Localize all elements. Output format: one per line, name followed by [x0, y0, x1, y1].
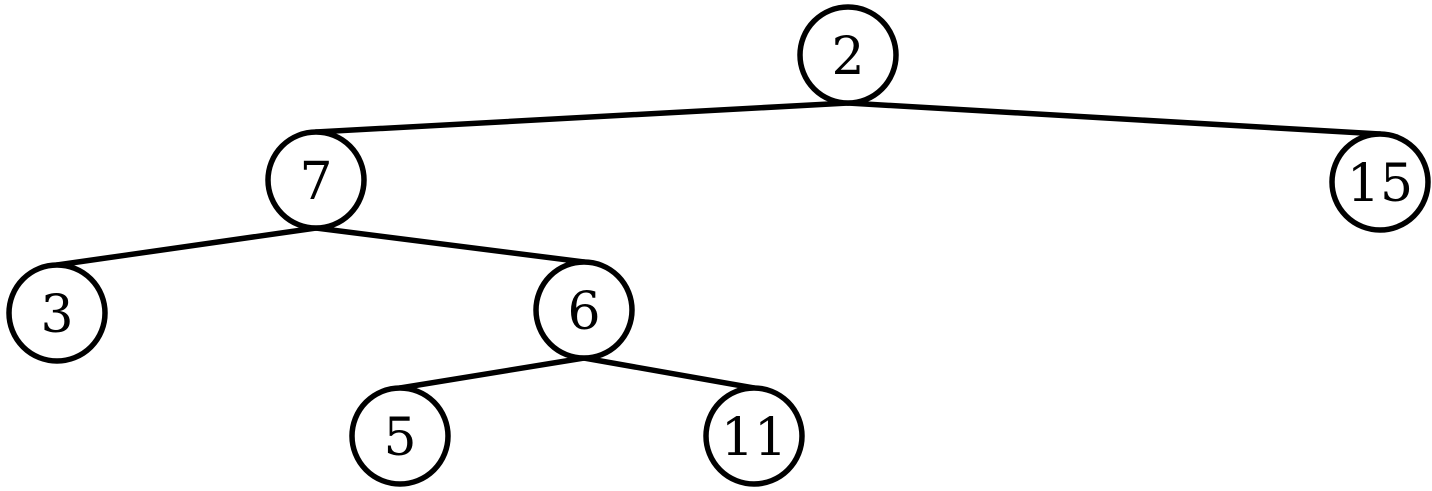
- tree-node-2: 2: [797, 4, 899, 106]
- tree-edge-6-5: [397, 355, 587, 391]
- tree-node-11: 11: [703, 385, 805, 487]
- tree-edge-2-15: [845, 100, 1383, 137]
- tree-node-5: 5: [349, 385, 451, 487]
- node-label-11: 11: [721, 408, 787, 468]
- tree-edge-6-11: [581, 355, 757, 391]
- tree-node-6: 6: [533, 259, 635, 361]
- node-circle-11: [703, 385, 805, 487]
- tree-node-7: 7: [265, 129, 367, 231]
- node-label-15: 15: [1347, 154, 1413, 214]
- tree-edge-7-6: [313, 225, 587, 265]
- tree-node-15: 15: [1329, 131, 1431, 233]
- tree-edge-7-3: [54, 225, 319, 268]
- node-label-5: 5: [383, 408, 416, 468]
- node-label-7: 7: [299, 152, 332, 212]
- node-circle-15: [1329, 131, 1431, 233]
- node-label-6: 6: [567, 282, 600, 342]
- tree-edge-2-7: [313, 100, 851, 135]
- node-label-2: 2: [831, 27, 864, 87]
- node-circle-5: [349, 385, 451, 487]
- node-circle-3: [6, 262, 108, 364]
- node-label-3: 3: [40, 285, 73, 345]
- node-circle-2: [797, 4, 899, 106]
- tree-node-3: 3: [6, 262, 108, 364]
- node-circle-6: [533, 259, 635, 361]
- node-circle-7: [265, 129, 367, 231]
